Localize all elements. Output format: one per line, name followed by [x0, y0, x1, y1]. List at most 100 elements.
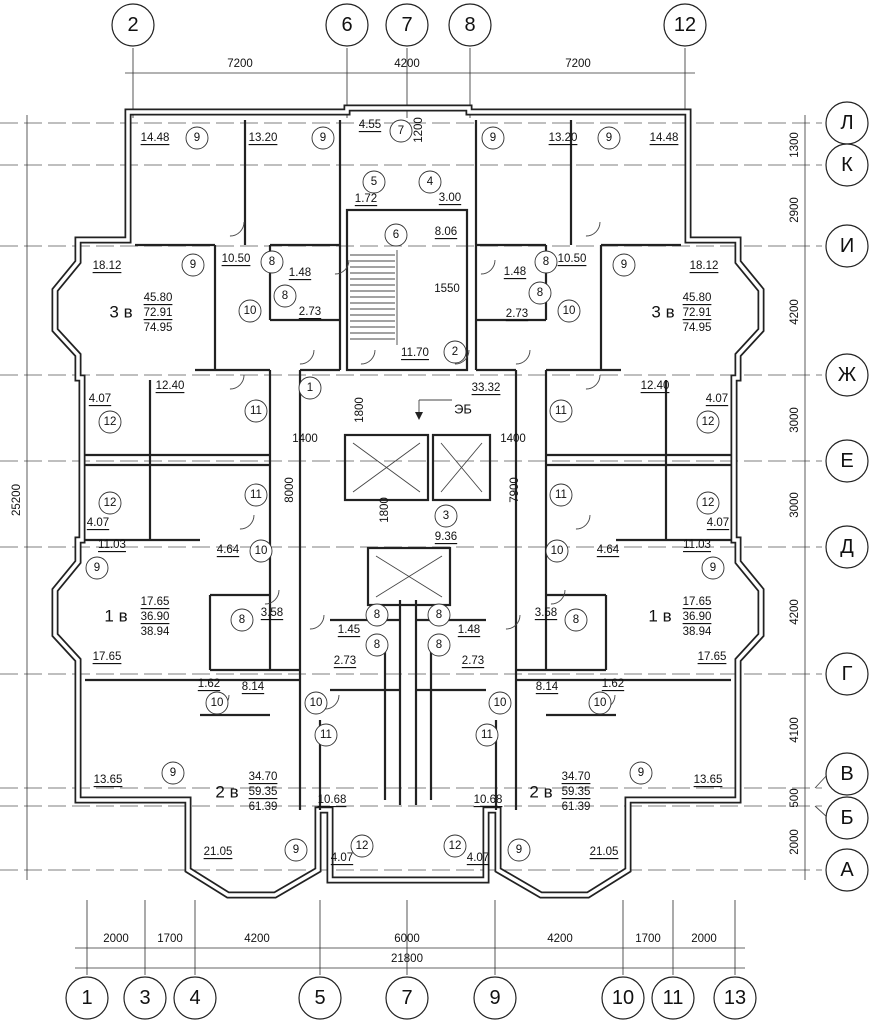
elevator-shaft: [366, 546, 452, 607]
room-area-label: 45.80: [683, 292, 712, 304]
room-number-circle: [365, 603, 389, 627]
axis-label: 5: [314, 987, 325, 1009]
room-number-circle: [696, 491, 720, 515]
room-area-label: 13.65: [94, 774, 123, 786]
room-area-label: 11.03: [98, 539, 126, 551]
room-number: 9: [293, 844, 299, 856]
room-area-label: 12.40: [641, 380, 670, 392]
axis-marker: Б: [825, 796, 869, 840]
room-number-circle: [443, 834, 467, 858]
axis-marker: 3: [123, 976, 167, 1020]
dim-right: 2900: [789, 197, 801, 223]
room-area-label: 8.14: [242, 681, 265, 693]
room-area-label: 14.48: [141, 132, 170, 144]
axis-marker: 8: [448, 3, 492, 47]
room-number-marker: 10: [238, 299, 262, 323]
room-number: 9: [490, 132, 496, 144]
room-area-label: 59.35: [562, 786, 591, 798]
axis-circle: [825, 525, 869, 569]
room-number: 8: [374, 639, 380, 651]
room-number: 10: [551, 545, 564, 557]
axis-marker: Е: [825, 439, 869, 483]
door-swing-icon: [561, 500, 591, 530]
room-number-marker: 8: [365, 633, 389, 657]
dim-right: 2000: [789, 829, 801, 855]
room-number-marker: 10: [557, 299, 581, 323]
axis-circle: [385, 976, 429, 1020]
room-number-circle: [304, 691, 328, 715]
door-swing-icon: [346, 335, 376, 365]
room-number: 7: [398, 125, 404, 137]
room-area-label: 13.20: [549, 132, 578, 144]
room-area-label: 1.72: [355, 193, 377, 205]
axis-marker: 7: [385, 976, 429, 1020]
room-number-circle: [549, 399, 573, 423]
room-area-label: 17.65: [683, 596, 712, 608]
axis-circle: [825, 143, 869, 187]
room-number-marker: 9: [181, 253, 205, 277]
room-area-label: 21.05: [590, 846, 619, 858]
room-number-marker: 8: [230, 608, 254, 632]
room-number: 9: [190, 259, 196, 271]
room-area-label: 61.39: [249, 801, 278, 813]
room-number: 4: [427, 176, 434, 188]
room-area-label: 4.07: [707, 517, 729, 529]
room-number-marker: 10: [545, 539, 569, 563]
apartment-type-label: 1 в: [104, 607, 127, 626]
room-area-label: 2.73: [334, 655, 356, 667]
room-number-marker: 9: [311, 126, 335, 150]
axis-circle: [173, 976, 217, 1020]
room-number-marker: 10: [249, 539, 273, 563]
room-number-circle: [85, 556, 109, 580]
apartment-type-label: 3 в: [651, 303, 674, 322]
dim-bottom: 1700: [157, 933, 183, 945]
axis-label: 4: [189, 987, 200, 1009]
room-number: 8: [374, 609, 380, 621]
door-swing-icon: [571, 360, 601, 390]
room-area-label: 21.05: [204, 846, 233, 858]
section-mark-label: ЭБ: [454, 402, 472, 417]
room-number-circle: [612, 253, 636, 277]
room-number: 8: [543, 256, 549, 268]
axis-label: 12: [674, 14, 696, 36]
axis-marker: Ж: [825, 353, 869, 397]
elevator-shaft: [343, 433, 430, 502]
room-area-label: 4.07: [89, 393, 111, 405]
room-number-marker: 9: [481, 126, 505, 150]
room-area-label: 17.65: [93, 651, 122, 663]
door-swing-icon: [536, 575, 566, 605]
room-number: 10: [594, 697, 607, 709]
room-area-label: 4.07: [87, 517, 109, 529]
room-number: 10: [211, 697, 224, 709]
dim-inner: 1550: [434, 283, 460, 295]
room-number-marker: 11: [314, 723, 338, 747]
dim-right: 1300: [789, 132, 801, 158]
room-number: 8: [436, 639, 442, 651]
axis-label: 9: [489, 987, 500, 1009]
room-number-marker: 9: [85, 556, 109, 580]
room-number-marker: 11: [244, 483, 268, 507]
dim-inner: 1800: [354, 397, 366, 423]
door-swing-icon: [320, 245, 350, 275]
room-number: 10: [563, 305, 576, 317]
axis-circle: [651, 976, 695, 1020]
room-number: 12: [702, 497, 715, 509]
axis-circle: [298, 976, 342, 1020]
exterior-wall-core: [53, 106, 763, 897]
room-number: 5: [371, 176, 377, 188]
room-area-label: 18.12: [690, 260, 719, 272]
room-number-marker: 1: [298, 376, 322, 400]
room-number: 9: [320, 132, 326, 144]
apartment-type-label: 1 в: [648, 607, 671, 626]
room-number-circle: [98, 410, 122, 434]
axis-label: В: [840, 763, 853, 785]
room-area-label: 9.36: [435, 531, 457, 543]
room-number: 10: [494, 697, 507, 709]
room-number-marker: 9: [597, 126, 621, 150]
room-number: 8: [436, 609, 442, 621]
room-area-label: 1.45: [338, 624, 360, 636]
room-number-marker: 8: [365, 603, 389, 627]
room-number-circle: [549, 483, 573, 507]
room-number: 6: [393, 229, 399, 241]
